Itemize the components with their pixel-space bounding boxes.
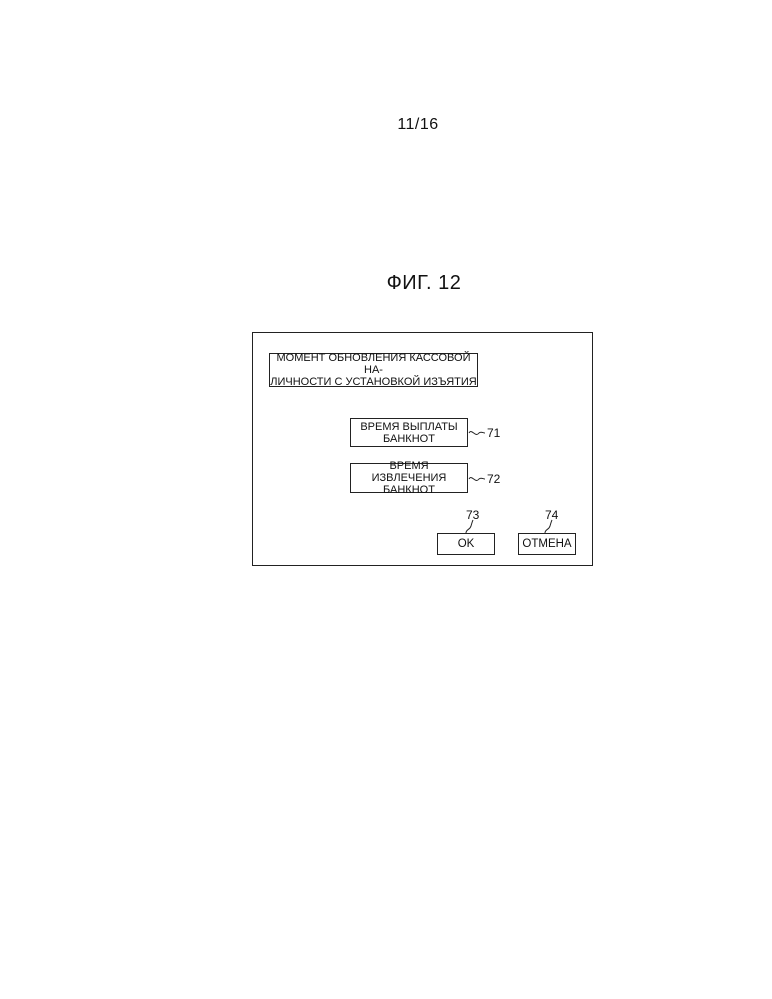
figure-title: ФИГ. 12 (0, 272, 772, 295)
payout-time-button[interactable]: ВРЕМЯ ВЫПЛАТЫ БАНКНОТ (350, 418, 468, 447)
page-number: 11/16 (0, 116, 772, 134)
payout-time-label-line-1: ВРЕМЯ ВЫПЛАТЫ (360, 421, 457, 433)
ok-button[interactable]: OK (437, 533, 495, 555)
dialog-title-line-1: МОМЕНТ ОБНОВЛЕНИЯ КАССОВОЙ НА- (270, 352, 477, 376)
dialog-title-box: МОМЕНТ ОБНОВЛЕНИЯ КАССОВОЙ НА- ЛИЧНОСТИ … (269, 353, 478, 387)
reference-numeral-74: 74 (545, 508, 558, 522)
cancel-button[interactable]: ОТМЕНА (518, 533, 576, 555)
reference-numeral-73: 73 (466, 508, 479, 522)
payout-time-label-line-2: БАНКНОТ (360, 433, 457, 445)
reference-numeral-71: 71 (487, 426, 500, 440)
extraction-time-button[interactable]: ВРЕМЯ ИЗВЛЕЧЕНИЯ БАНКНОТ (350, 463, 468, 493)
dialog-title-line-2: ЛИЧНОСТИ С УСТАНОВКОЙ ИЗЪЯТИЯ (270, 376, 477, 388)
extraction-time-label-line-2: БАНКНОТ (351, 484, 467, 496)
reference-numeral-72: 72 (487, 472, 500, 486)
extraction-time-label-line-1: ВРЕМЯ ИЗВЛЕЧЕНИЯ (351, 460, 467, 484)
